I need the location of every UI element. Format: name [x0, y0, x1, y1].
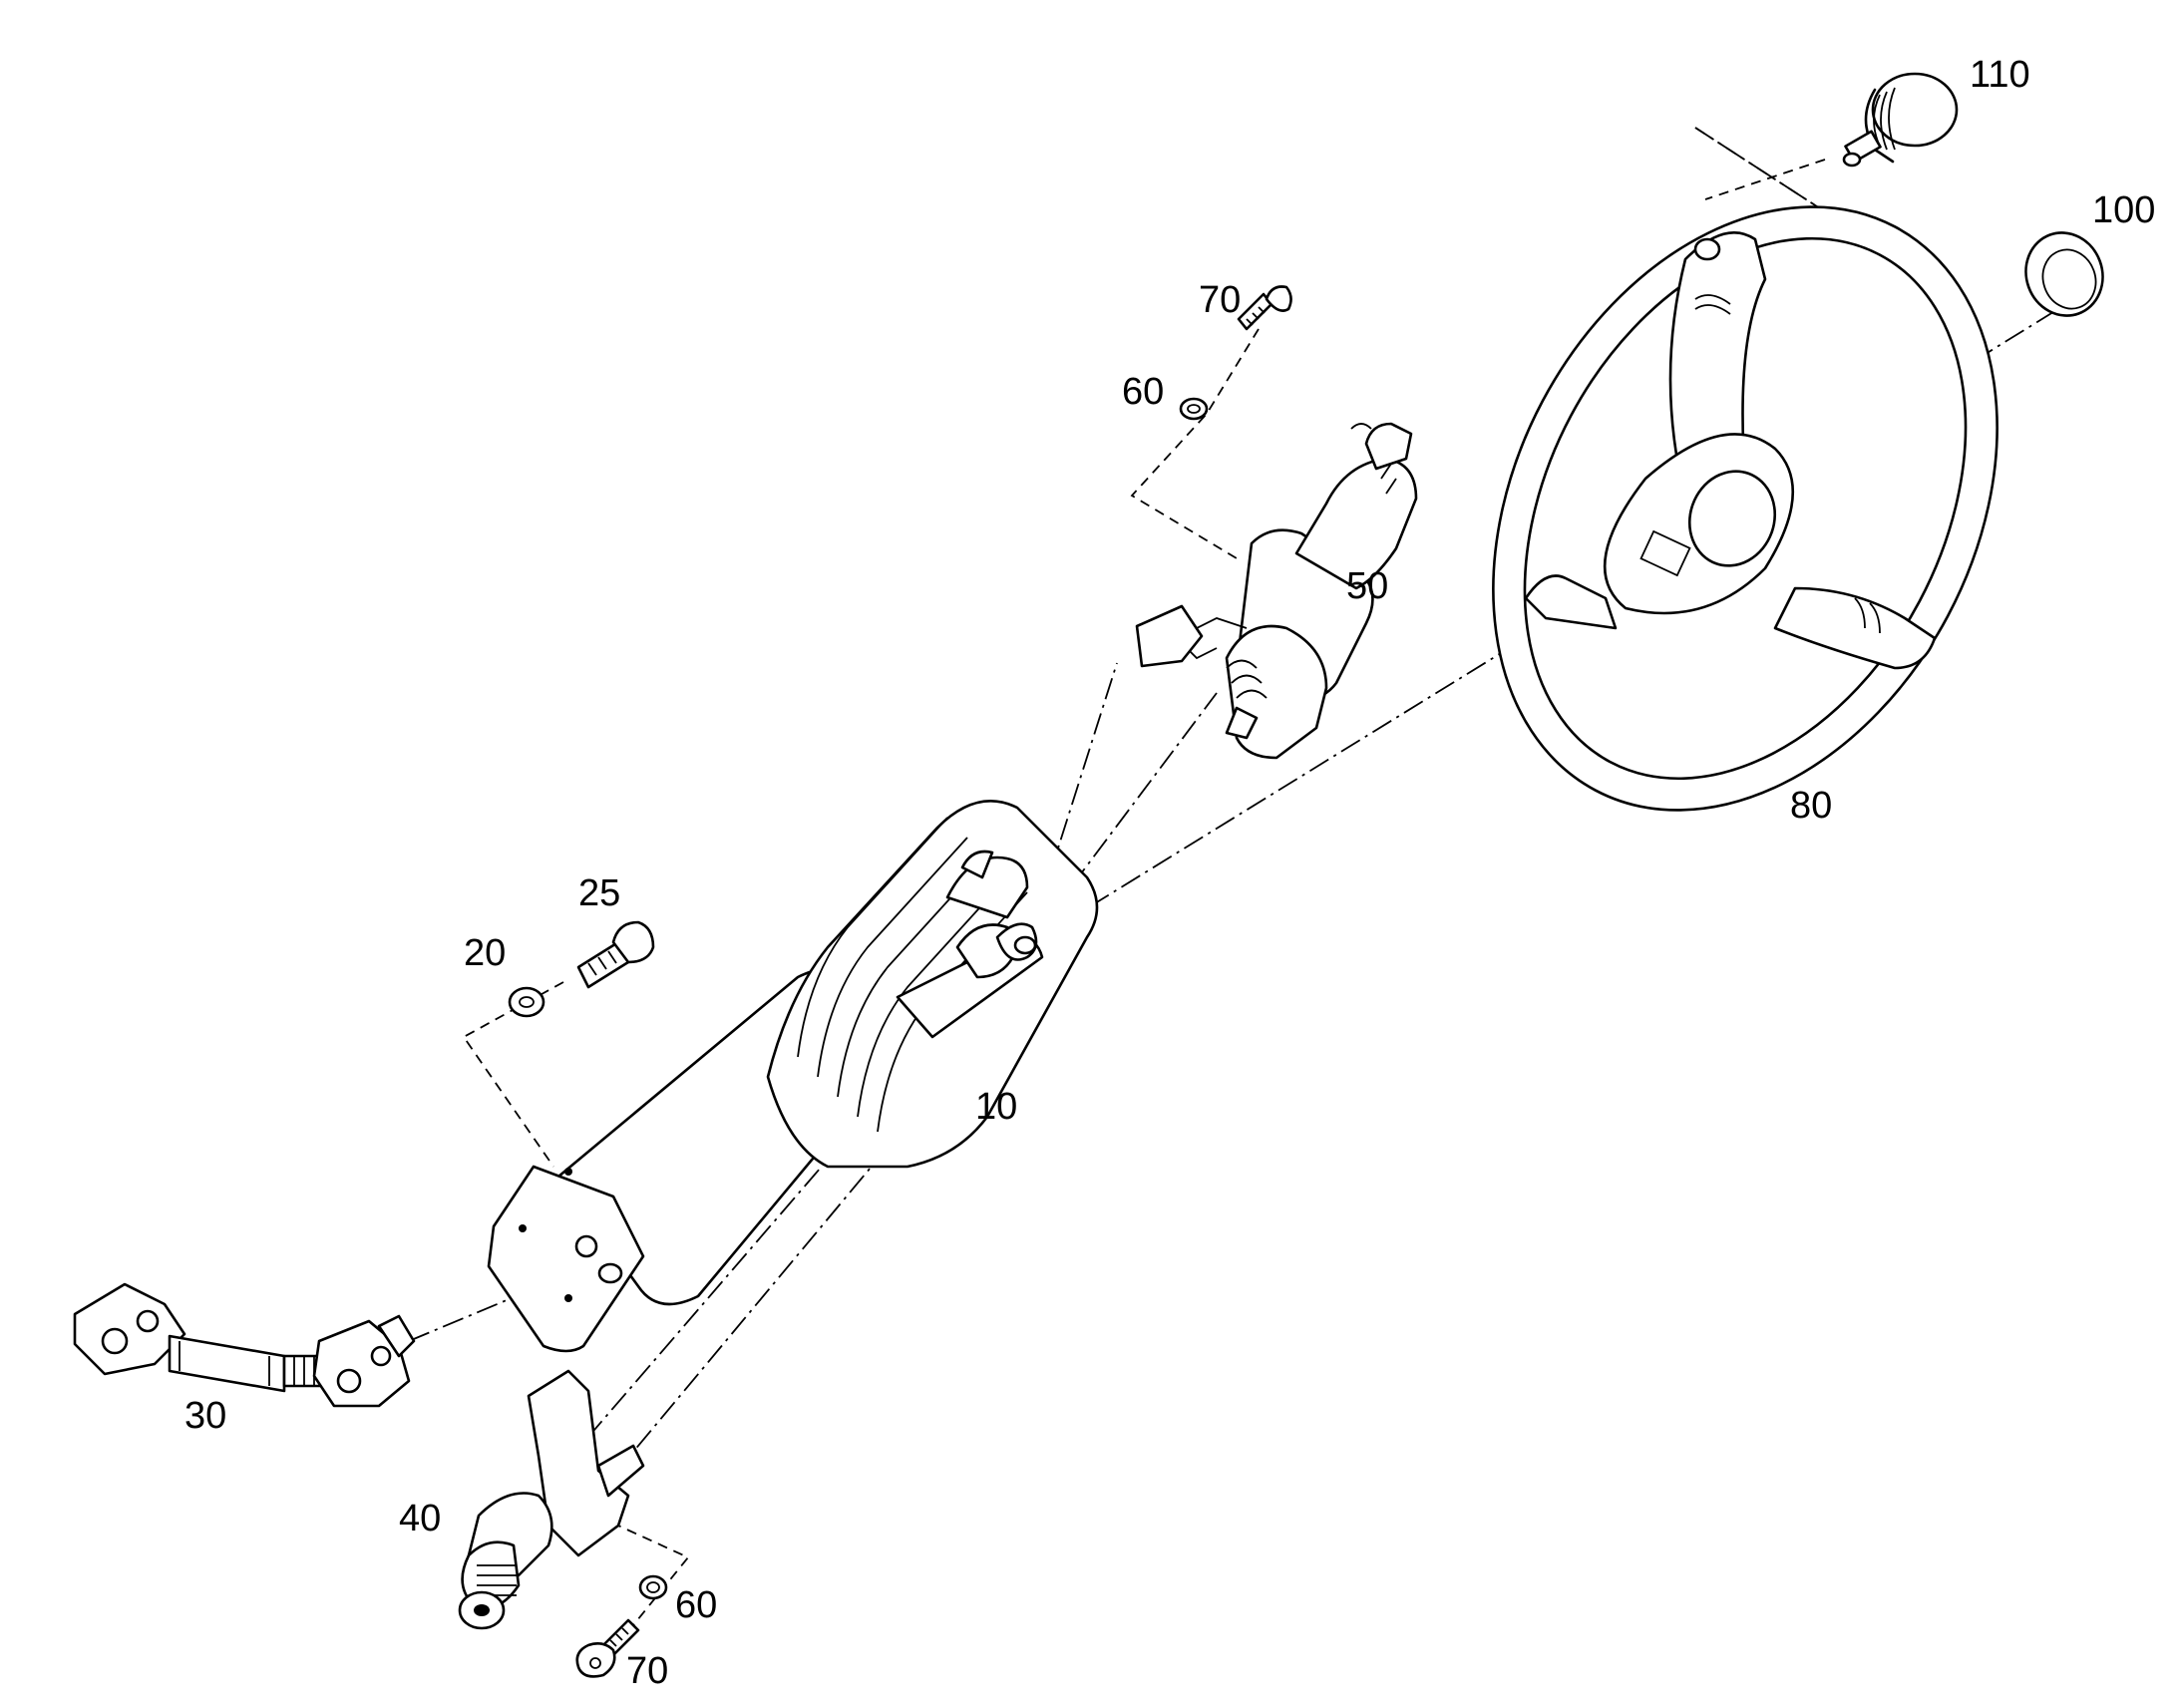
callout-20: 20 [464, 932, 506, 974]
callout-100: 100 [2092, 189, 2155, 231]
callout-50: 50 [1346, 565, 1388, 607]
callout-70-bottom: 70 [626, 1650, 668, 1692]
steering-knob-110 [1842, 72, 1959, 168]
screw-70-bottom [575, 1618, 640, 1678]
washer-60-bottom [638, 1574, 668, 1600]
callout-110: 110 [1970, 54, 2030, 96]
screw-70-top [1237, 285, 1292, 331]
intermediate-shaft-30 [73, 1282, 416, 1408]
callout-labels: 110 100 80 70 60 50 25 20 10 30 40 60 70 [184, 54, 2155, 1692]
bolt-25 [576, 920, 655, 989]
callout-25: 25 [578, 872, 620, 914]
steering-column-10 [487, 800, 1099, 1353]
combination-switch-50 [1135, 422, 1418, 760]
callout-60-bottom: 60 [675, 1584, 717, 1626]
callout-80: 80 [1790, 785, 1832, 827]
washer-20 [508, 986, 545, 1018]
lower-yoke-40 [458, 1369, 645, 1630]
steering-wheel-80 [1492, 205, 1998, 812]
callout-60-top: 60 [1122, 371, 1164, 413]
washer-60-top [1179, 397, 1209, 421]
callout-30: 30 [184, 1395, 226, 1437]
callout-10: 10 [975, 1086, 1017, 1128]
callout-70-top: 70 [1199, 279, 1241, 321]
horn-cap-100 [2024, 231, 2104, 317]
callout-40: 40 [399, 1498, 441, 1539]
